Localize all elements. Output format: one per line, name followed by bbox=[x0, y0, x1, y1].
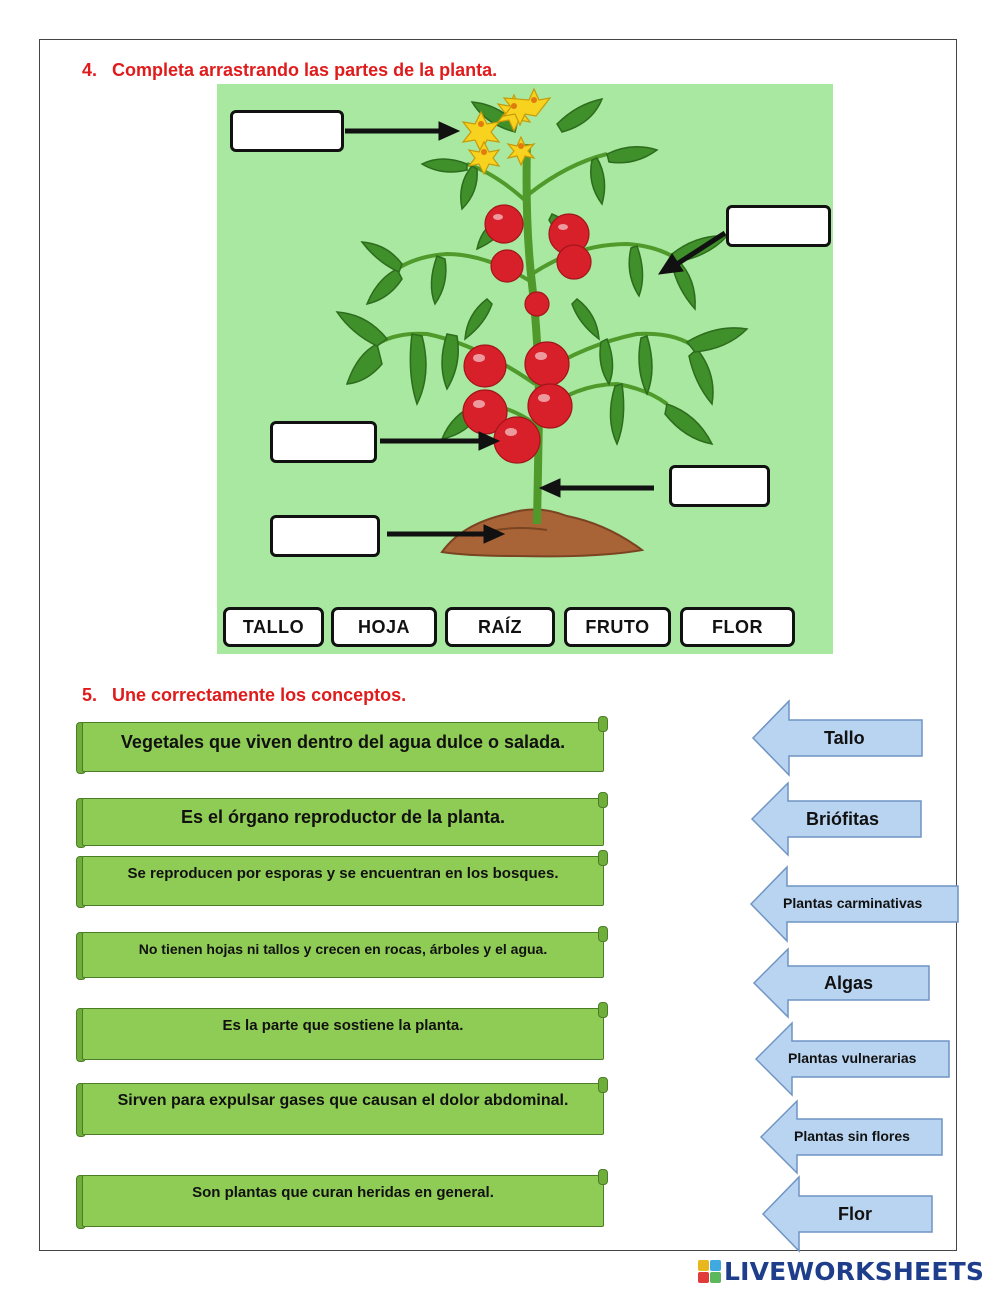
section-4-title: Completa arrastrando las partes de la pl… bbox=[112, 60, 498, 80]
concept-arrow-tallo[interactable]: Tallo bbox=[751, 699, 924, 777]
concept-label: Briófitas bbox=[806, 809, 880, 829]
scroll-curl bbox=[598, 792, 608, 808]
word-tile-fruto[interactable]: FRUTO bbox=[564, 607, 671, 647]
left-arrow-icon bbox=[752, 947, 930, 1019]
definition-text: Son plantas que curan heridas en general… bbox=[192, 1184, 494, 1201]
section-5-heading: 5. Une correctamente los conceptos. bbox=[82, 685, 406, 706]
definition-item[interactable]: Son plantas que curan heridas en general… bbox=[76, 1169, 608, 1229]
left-arrow-icon bbox=[759, 1099, 943, 1175]
definition-item[interactable]: Es el órgano reproductor de la planta. bbox=[76, 792, 608, 848]
definition-item[interactable]: Se reproducen por esporas y se encuentra… bbox=[76, 850, 608, 908]
section-5-title: Une correctamente los conceptos. bbox=[112, 685, 407, 705]
scroll-body bbox=[82, 722, 604, 772]
scroll-body bbox=[82, 1083, 604, 1135]
concept-arrow-plantas-sin-flores[interactable]: Plantas sin flores bbox=[759, 1099, 944, 1175]
concept-arrow-briofitas[interactable]: Briófitas bbox=[750, 781, 923, 857]
definition-item[interactable]: Sirven para expulsar gases que causan el… bbox=[76, 1077, 608, 1137]
drop-box-root[interactable] bbox=[270, 515, 380, 557]
definition-text: Es la parte que sostiene la planta. bbox=[222, 1017, 464, 1034]
definition-item[interactable]: Vegetales que viven dentro del agua dulc… bbox=[76, 716, 608, 774]
scroll-curl bbox=[598, 716, 608, 732]
section-4-heading: 4. Completa arrastrando las partes de la … bbox=[82, 60, 497, 81]
concept-label: Plantas sin flores bbox=[794, 1128, 910, 1144]
definition-item[interactable]: Es la parte que sostiene la planta. bbox=[76, 1002, 608, 1062]
concept-arrow-plantas-vulnerarias[interactable]: Plantas vulnerarias bbox=[754, 1021, 951, 1097]
definition-text: Vegetales que viven dentro del agua dulc… bbox=[120, 732, 566, 752]
concept-arrow-flor[interactable]: Flor bbox=[761, 1175, 934, 1253]
scroll-body bbox=[82, 856, 604, 906]
concept-label: Flor bbox=[838, 1204, 872, 1224]
scroll-curl bbox=[598, 926, 608, 942]
scroll-body bbox=[82, 798, 604, 846]
definition-text: Se reproducen por esporas y se encuentra… bbox=[127, 865, 559, 882]
left-arrow-icon bbox=[749, 865, 959, 943]
scroll-curl bbox=[598, 1002, 608, 1018]
left-arrow-icon bbox=[750, 781, 922, 857]
tomato-plant-illustration bbox=[335, 87, 749, 558]
definition-text: Sirven para expulsar gases que causan el… bbox=[117, 1092, 569, 1109]
section-4-number: 4. bbox=[82, 60, 98, 80]
concept-arrow-algas[interactable]: Algas bbox=[752, 947, 931, 1019]
left-arrow-icon bbox=[751, 699, 923, 777]
drop-box-flower[interactable] bbox=[230, 110, 344, 152]
drop-box-stem[interactable] bbox=[669, 465, 770, 507]
left-arrow-icon bbox=[761, 1175, 933, 1253]
word-tile-raiz[interactable]: RAÍZ bbox=[445, 607, 555, 647]
definition-text: Es el órgano reproductor de la planta. bbox=[180, 807, 506, 827]
concept-label: Algas bbox=[824, 973, 874, 993]
word-tile-tallo[interactable]: TALLO bbox=[223, 607, 324, 647]
plant-diagram: TALLO HOJA RAÍZ FRUTO FLOR bbox=[217, 84, 833, 654]
scroll-body bbox=[82, 932, 604, 978]
concept-label: Plantas carminativas bbox=[783, 895, 923, 911]
definition-text: No tienen hojas ni tallos y crecen en ro… bbox=[138, 941, 548, 957]
brand-name: LIVEWORKSHEETS bbox=[724, 1256, 985, 1286]
left-arrow-icon bbox=[754, 1021, 950, 1097]
worksheet-frame bbox=[39, 39, 957, 1251]
liveworksheets-logo: LIVEWORKSHEETS bbox=[698, 1256, 985, 1286]
word-tile-hoja[interactable]: HOJA bbox=[331, 607, 437, 647]
word-tile-flor[interactable]: FLOR bbox=[680, 607, 795, 647]
drop-box-leaf[interactable] bbox=[726, 205, 831, 247]
scroll-curl bbox=[598, 850, 608, 866]
drop-box-fruit[interactable] bbox=[270, 421, 377, 463]
concept-label: Plantas vulnerarias bbox=[788, 1050, 917, 1066]
definition-item[interactable]: No tienen hojas ni tallos y crecen en ro… bbox=[76, 926, 608, 980]
brand-mark-icon bbox=[698, 1259, 721, 1283]
scroll-curl bbox=[598, 1169, 608, 1185]
scroll-curl bbox=[598, 1077, 608, 1093]
scroll-body bbox=[82, 1175, 604, 1227]
concept-arrow-plantas-carminativas[interactable]: Plantas carminativas bbox=[749, 865, 960, 943]
section-5-number: 5. bbox=[82, 685, 98, 705]
concept-label: Tallo bbox=[824, 728, 865, 748]
scroll-body bbox=[82, 1008, 604, 1060]
